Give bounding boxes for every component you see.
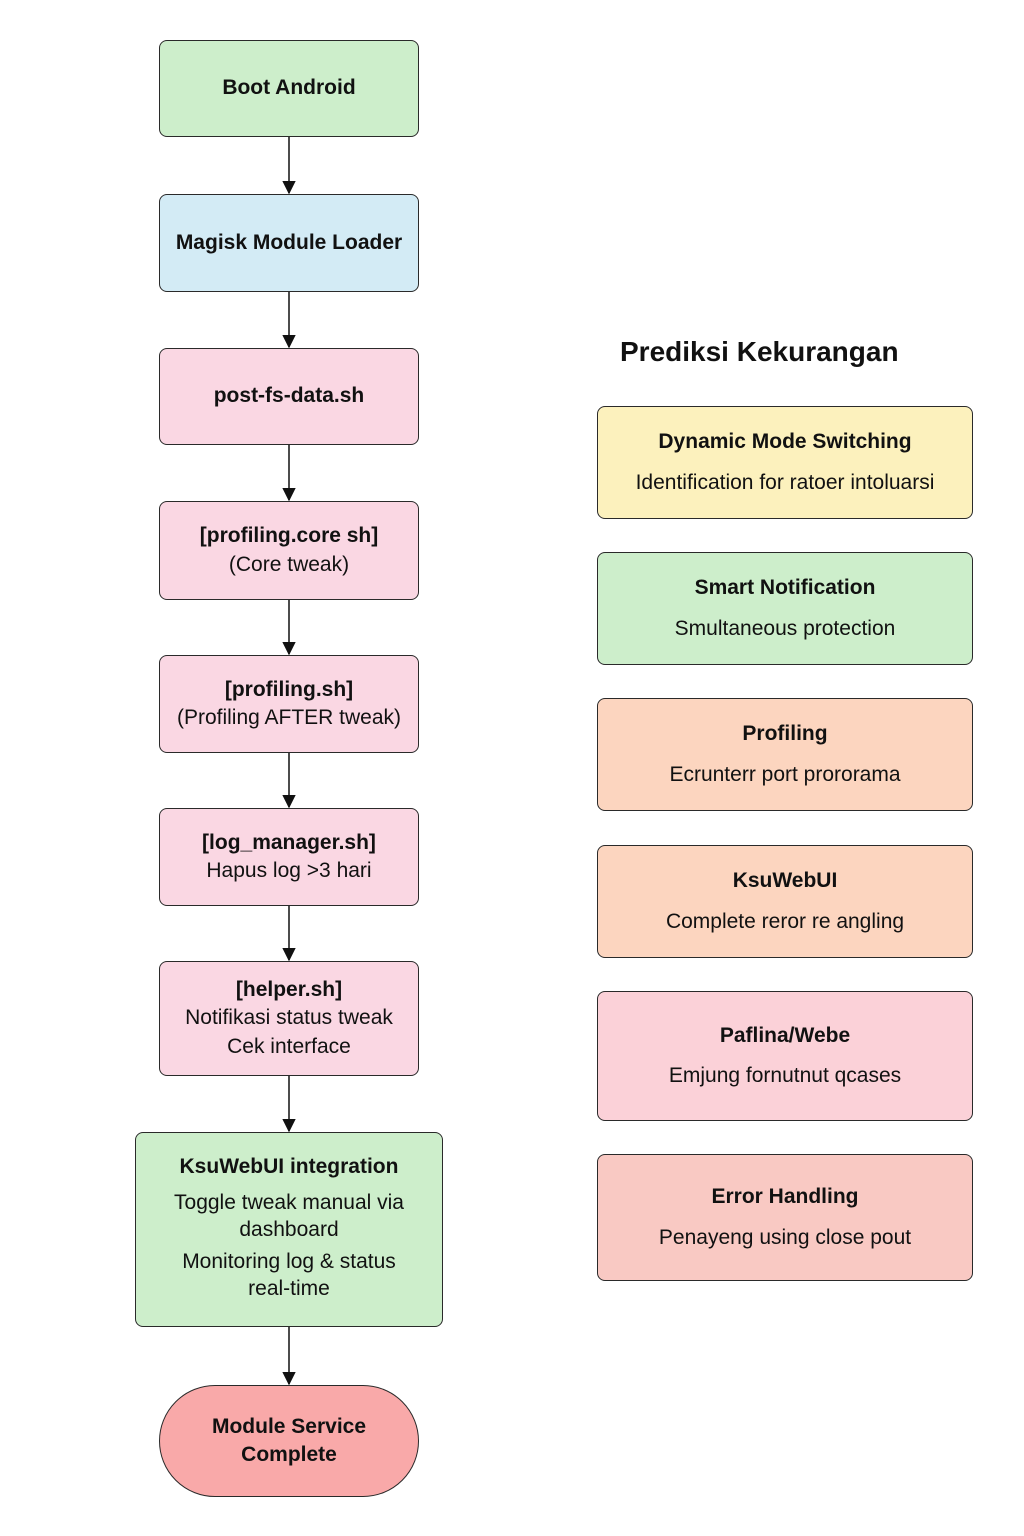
prediction-card-profiling: Profiling Ecrunterr port prororama: [597, 698, 973, 811]
prediction-card-error-handling: Error Handling Penayeng using close pout: [597, 1154, 973, 1281]
node-ksuwebui-integration-title: KsuWebUI integration: [179, 1154, 399, 1178]
prediction-card-desc: Identification for ratoer intoluarsi: [635, 470, 935, 494]
prediction-card-desc: Penayeng using close pout: [658, 1225, 912, 1249]
node-ksuwebui-integration-desc-2: Monitoring log & status real-time: [182, 1249, 396, 1300]
prediction-card-title: Paflina/Webe: [719, 1023, 851, 1047]
prediction-card-title: KsuWebUI: [732, 869, 838, 893]
node-helper-desc-1: Notifikasi status tweak: [185, 1006, 393, 1030]
node-ksuwebui-integration: KsuWebUI integration Toggle tweak manual…: [135, 1132, 443, 1327]
node-profiling-title: [profiling.sh]: [224, 677, 354, 701]
node-magisk-module-loader: Magisk Module Loader: [159, 194, 419, 292]
node-helper-title: [helper.sh]: [235, 977, 343, 1001]
node-log-manager-desc: Hapus log >3 hari: [206, 859, 372, 882]
sidebar-title: Prediksi Kekurangan: [620, 336, 899, 367]
node-profiling-core-title: [profiling.core sh]: [199, 524, 379, 548]
node-profiling-core-desc: (Core tweak): [228, 552, 350, 576]
prediction-card-title: Profiling: [742, 722, 828, 746]
node-log-manager-title: [log_manager.sh]: [202, 830, 376, 854]
prediction-card-ksuwebui: KsuWebUI Complete reror re angling: [597, 845, 973, 958]
node-ksuwebui-integration-desc-1: Toggle tweak manual via dashboard: [174, 1191, 404, 1242]
node-boot-android: Boot Android: [159, 40, 419, 137]
node-boot-android-title: Boot Android: [222, 76, 356, 100]
prediction-card-title: Error Handling: [711, 1185, 859, 1209]
node-module-service-complete-title-2: Complete: [241, 1443, 337, 1466]
node-helper-desc-2: Cek interface: [227, 1034, 351, 1058]
prediction-card-desc: Emjung fornutnut qcases: [668, 1064, 902, 1087]
prediction-card-dynamic-mode-switching: Dynamic Mode Switching Identification fo…: [597, 406, 973, 519]
node-magisk-module-loader-title: Magisk Module Loader: [175, 230, 403, 254]
prediction-card-desc: Smultaneous protection: [674, 616, 896, 640]
prediction-card-desc: Complete reror re angling: [665, 909, 905, 933]
prediction-card-desc: Ecrunterr port prororama: [669, 762, 901, 786]
prediction-card-title: Dynamic Mode Switching: [658, 430, 912, 454]
node-profiling: [profiling.sh] (Profiling AFTER tweak): [159, 655, 419, 753]
prediction-card-title: Smart Notification: [694, 576, 876, 600]
node-module-service-complete: Module Service Complete: [159, 1385, 419, 1497]
node-profiling-core: [profiling.core sh] (Core tweak): [159, 501, 419, 600]
node-module-service-complete-title-1: Module Service: [211, 1414, 367, 1438]
prediction-card-paflina-webe: Paflina/Webe Emjung fornutnut qcases: [597, 991, 973, 1121]
node-post-fs-data-title: post-fs-data.sh: [213, 384, 365, 408]
node-post-fs-data: post-fs-data.sh: [159, 348, 419, 445]
node-helper: [helper.sh] Notifikasi status tweak Cek …: [159, 961, 419, 1076]
prediction-card-smart-notification: Smart Notification Smultaneous protectio…: [597, 552, 973, 665]
node-log-manager: [log_manager.sh] Hapus log >3 hari: [159, 808, 419, 906]
node-profiling-desc: (Profiling AFTER tweak): [176, 706, 402, 729]
